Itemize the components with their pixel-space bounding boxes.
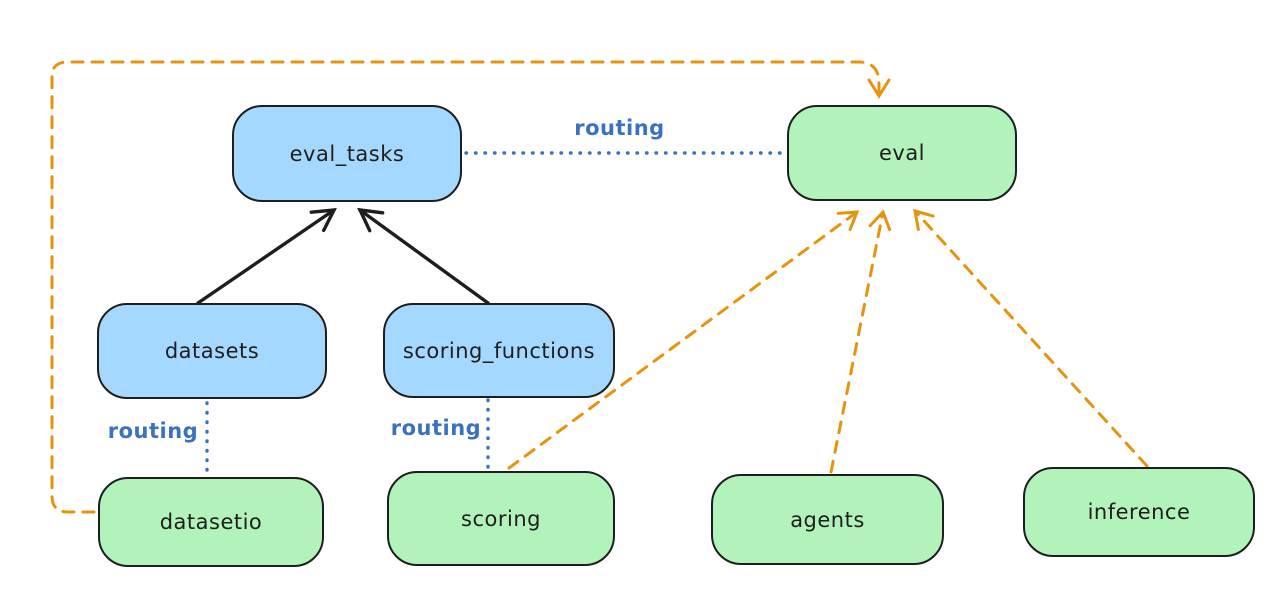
routing-label-scoring-functions-scoring: routing	[390, 416, 482, 440]
edge-inference-to-eval	[913, 208, 1149, 468]
node-agents: agents	[711, 474, 944, 565]
edge-datasetio-to-eval	[50, 60, 891, 514]
node-datasets-label: datasets	[164, 339, 260, 363]
node-eval-tasks-label: eval_tasks	[289, 141, 405, 166]
routing-label-datasets-datasetio: routing	[107, 419, 199, 443]
node-eval: eval	[787, 105, 1017, 201]
node-agents-label: agents	[790, 507, 865, 532]
node-scoring-functions: scoring_functions	[383, 303, 615, 398]
node-scoring-functions-label: scoring_functions	[402, 338, 596, 363]
edge-datasets-to-eval-tasks	[196, 208, 337, 305]
node-datasetio: datasetio	[98, 477, 324, 567]
node-inference-label: inference	[1087, 500, 1191, 524]
node-datasets: datasets	[97, 303, 327, 399]
node-eval-tasks: eval_tasks	[232, 105, 462, 202]
node-eval-label: eval	[878, 141, 926, 165]
edge-scoring-to-eval	[507, 210, 860, 470]
node-inference: inference	[1023, 467, 1255, 557]
routing-label-eval-tasks-eval: routing	[574, 116, 665, 140]
edge-agents-to-eval	[829, 209, 892, 474]
edge-scoring-functions-to-eval-tasks	[357, 207, 490, 305]
node-datasetio-label: datasetio	[159, 510, 263, 534]
node-scoring: scoring	[387, 471, 615, 566]
node-scoring-label: scoring	[461, 506, 541, 531]
